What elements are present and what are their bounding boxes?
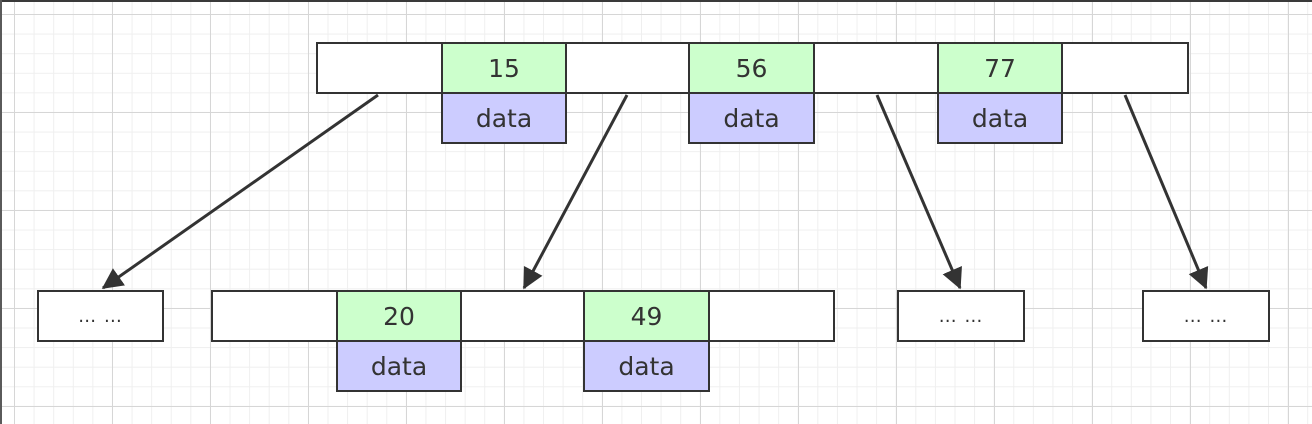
root-key-1: 15 xyxy=(441,42,567,94)
child-2-key-2: 49 xyxy=(583,290,710,342)
canvas-top-border xyxy=(0,0,1312,2)
pointer-edge-1 xyxy=(101,93,379,290)
pointer-edge-4 xyxy=(1123,94,1209,290)
canvas-left-border xyxy=(0,0,2,424)
root-key-2: 56 xyxy=(688,42,815,94)
child-node-1: … … xyxy=(37,290,164,342)
child-2-pointer-slot xyxy=(211,290,835,342)
child-2-key-1: 20 xyxy=(336,290,462,342)
child-2-data-2: data xyxy=(583,340,710,392)
root-key-3: 77 xyxy=(937,42,1063,94)
child-2-data-1: data xyxy=(336,340,462,392)
child-node-4: … … xyxy=(1142,290,1270,342)
root-data-1: data xyxy=(441,92,567,144)
root-data-2: data xyxy=(688,92,815,144)
pointer-edge-3 xyxy=(875,94,962,290)
root-data-3: data xyxy=(937,92,1063,144)
pointer-edge-2 xyxy=(522,94,629,290)
child-node-3: … … xyxy=(897,290,1025,342)
